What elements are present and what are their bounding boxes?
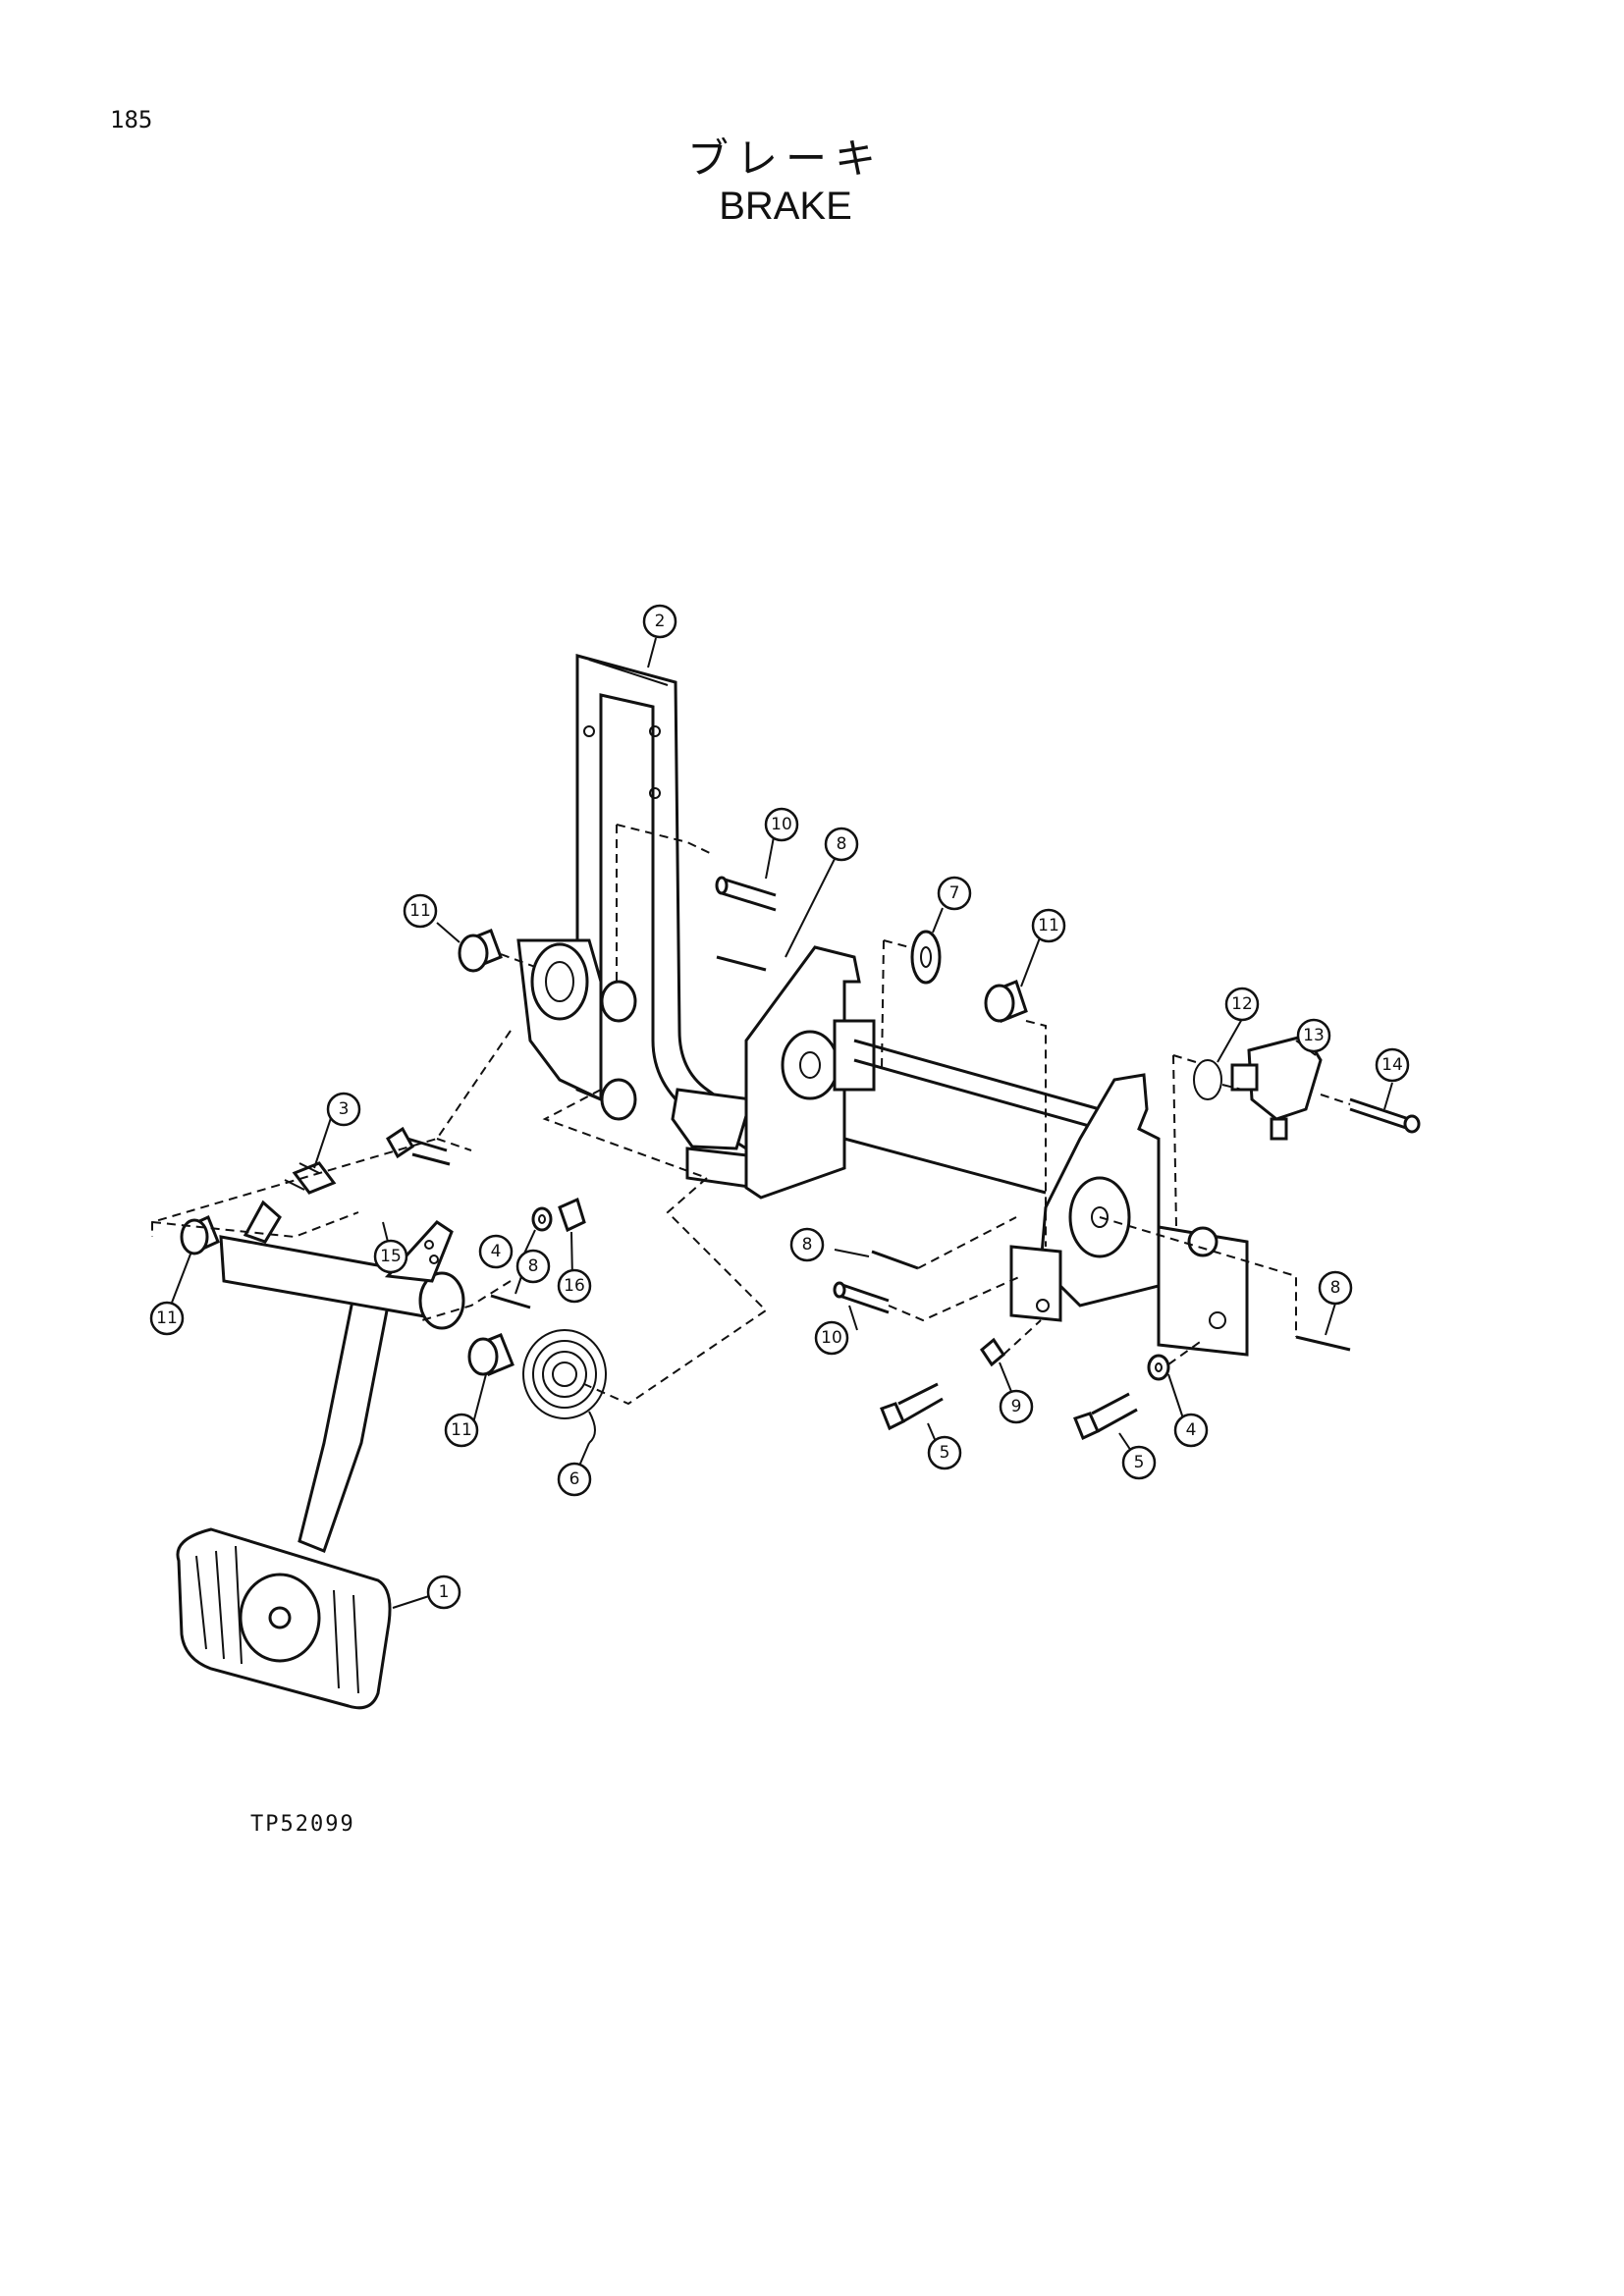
svg-text:1: 1 (439, 1582, 450, 1602)
callout-10-lower: 10 (814, 1320, 849, 1356)
svg-text:4: 4 (1186, 1420, 1197, 1440)
title-japanese: ブレーキ (686, 134, 884, 183)
callout-1: 1 (426, 1575, 461, 1610)
part-pedal-pad (176, 1527, 392, 1710)
part-right-bracket (1009, 1073, 1249, 1357)
svg-text:9: 9 (1011, 1397, 1022, 1416)
svg-text:10: 10 (821, 1328, 842, 1348)
callout-8-top: 8 (824, 827, 859, 862)
svg-text:4: 4 (491, 1242, 502, 1261)
callout-13: 13 (1296, 1018, 1331, 1053)
callout-11-bottom: 11 (444, 1413, 479, 1448)
svg-text:11: 11 (156, 1308, 178, 1328)
svg-text:2: 2 (655, 612, 666, 631)
svg-text:11: 11 (1038, 916, 1059, 935)
callout-9: 9 (999, 1389, 1034, 1424)
svg-text:5: 5 (1134, 1453, 1145, 1472)
callout-15: 15 (373, 1239, 408, 1274)
svg-text:8: 8 (528, 1256, 539, 1276)
callout-14: 14 (1375, 1047, 1410, 1083)
assembly-lines (151, 824, 1351, 1406)
part-pedal-arm-plate (575, 654, 764, 1151)
callout-11-top-left: 11 (403, 893, 438, 929)
callout-2: 2 (642, 604, 677, 639)
part-pedal-lever (219, 1200, 465, 1553)
svg-text:8: 8 (837, 834, 847, 854)
part-pivot-boss (516, 938, 637, 1121)
title-english: BRAKE (719, 185, 852, 228)
svg-text:5: 5 (940, 1443, 950, 1463)
callout-8-right: 8 (1318, 1270, 1353, 1306)
callout-4-left: 4 (478, 1234, 514, 1269)
svg-text:14: 14 (1381, 1055, 1403, 1075)
callout-4-right: 4 (1173, 1413, 1209, 1448)
svg-text:11: 11 (409, 901, 431, 921)
page-number: 185 (110, 106, 153, 133)
figure-code: TP52099 (250, 1812, 355, 1837)
callout-7: 7 (937, 876, 972, 911)
callout-16: 16 (557, 1268, 592, 1304)
svg-text:12: 12 (1231, 994, 1253, 1014)
svg-text:6: 6 (569, 1469, 580, 1489)
callout-10-top: 10 (764, 807, 799, 842)
callout-5-left: 5 (927, 1435, 962, 1470)
part-spring (522, 1329, 607, 1444)
callout-6: 6 (557, 1462, 592, 1497)
svg-text:8: 8 (1330, 1278, 1341, 1298)
callout-8-center: 8 (789, 1227, 825, 1262)
svg-text:3: 3 (339, 1099, 350, 1119)
part-bushings (180, 929, 1028, 1376)
svg-text:10: 10 (771, 815, 792, 834)
svg-text:7: 7 (949, 883, 960, 903)
svg-text:15: 15 (380, 1247, 402, 1266)
callout-11-right: 11 (1031, 908, 1066, 943)
svg-text:13: 13 (1303, 1026, 1325, 1045)
callout-8-left: 8 (515, 1249, 551, 1284)
svg-text:11: 11 (451, 1420, 472, 1440)
svg-text:8: 8 (802, 1235, 813, 1255)
svg-text:16: 16 (564, 1276, 585, 1296)
callout-11-left: 11 (149, 1301, 185, 1336)
callout-5-right: 5 (1121, 1445, 1157, 1480)
callout-3: 3 (326, 1092, 361, 1127)
part-bracket-base (671, 945, 1101, 1200)
callout-12: 12 (1224, 987, 1260, 1022)
part-pins (490, 876, 1351, 1352)
part-fasteners (284, 930, 1170, 1441)
